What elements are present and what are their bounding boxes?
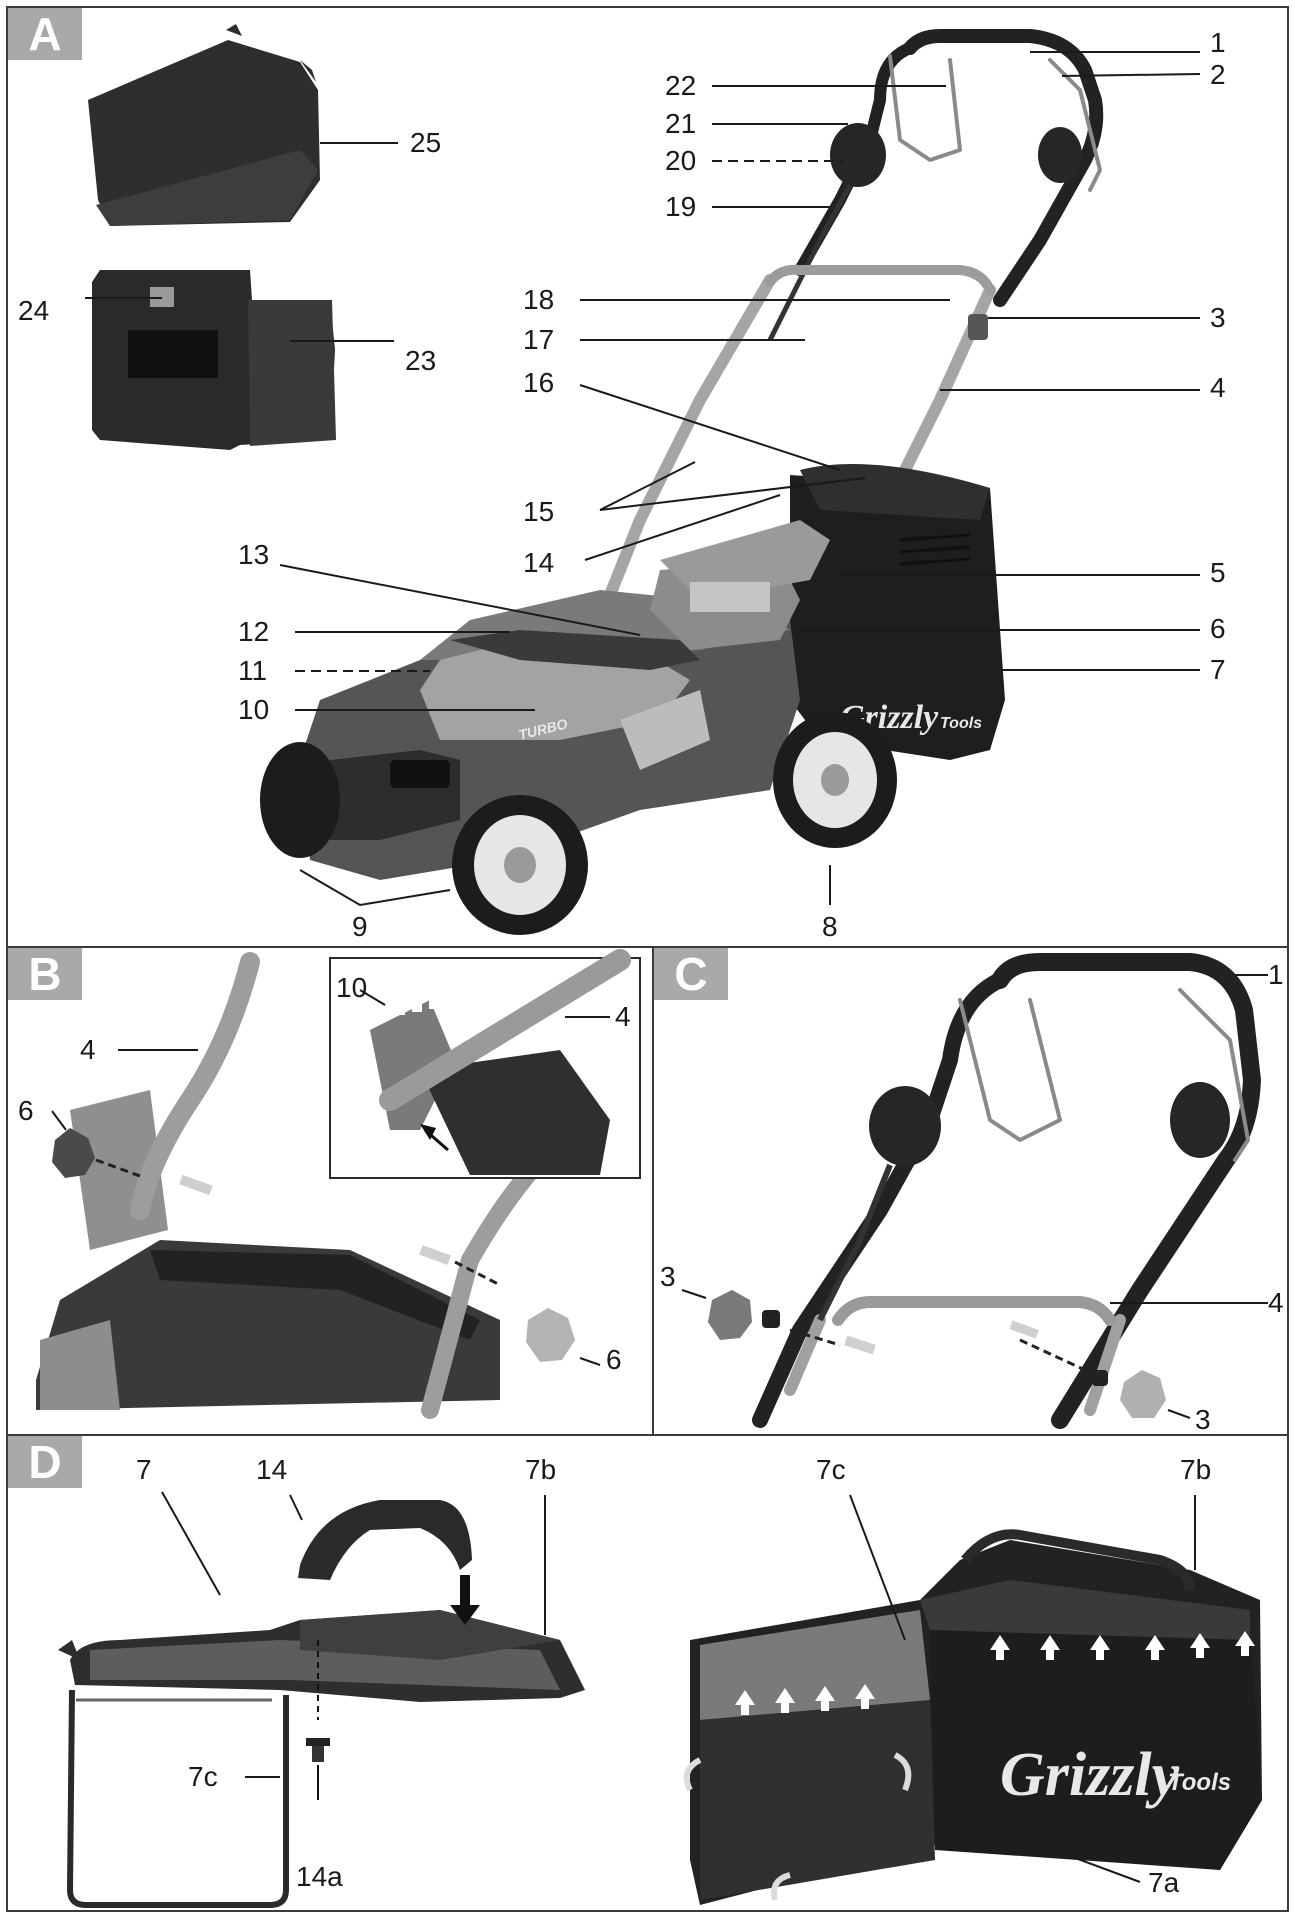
label-a-19: 19: [665, 191, 697, 222]
label-b-4: 4: [80, 1034, 96, 1065]
label-a-5: 5: [1210, 557, 1226, 588]
panel-c-switch-left: [869, 1086, 941, 1166]
panel-c-leader-lines: [681, 974, 1268, 1419]
panel-a-leader-lines: [85, 51, 1201, 907]
label-d-7c-right: 7c: [816, 1454, 846, 1485]
label-a-22: 22: [665, 70, 697, 101]
front-right-wheel: [452, 795, 588, 935]
front-left-wheel: [260, 742, 340, 858]
panel-c-switch-right: [1170, 1082, 1230, 1158]
label-a-9: 9: [352, 911, 368, 942]
panel-d-leader-lines: [161, 1491, 1196, 1883]
label-c-1: 1: [1268, 959, 1284, 990]
upper-handle: [794, 29, 1104, 307]
label-b-4-inset: 4: [615, 1001, 631, 1032]
label-a-2: 2: [1210, 59, 1226, 90]
label-a-18: 18: [523, 284, 555, 315]
star-knob-left: [52, 1128, 213, 1196]
grass-catcher-lid: [88, 24, 320, 226]
label-a-15: 15: [523, 496, 555, 527]
label-b-6-left: 6: [18, 1095, 34, 1126]
label-a-3: 3: [1210, 302, 1226, 333]
grass-bag-frame: [58, 1610, 585, 1908]
label-d-7b-right: 7b: [1180, 1454, 1212, 1485]
label-a-12: 12: [238, 616, 270, 647]
label-d-7c-left: 7c: [188, 1761, 218, 1792]
label-d-7b-left: 7b: [525, 1454, 557, 1485]
panel-c-knob-left: [708, 1290, 876, 1355]
bag-brand-suffix-d: Tools: [1168, 1769, 1231, 1796]
label-a-13: 13: [238, 539, 270, 570]
panel-c-badge: C: [654, 948, 728, 1000]
label-a-20: 20: [665, 145, 697, 176]
clip-arrows: [735, 1631, 1255, 1715]
label-d-7a: 7a: [1148, 1867, 1180, 1898]
bag-brand-suffix: Tools: [940, 715, 982, 732]
label-a-25: 25: [410, 127, 442, 158]
switch-box-right: [1038, 127, 1082, 183]
label-a-4: 4: [1210, 372, 1226, 403]
grass-bag-assembled: Grizzly Tools: [683, 1529, 1262, 1905]
label-a-24: 24: [18, 295, 50, 326]
label-d-14a: 14a: [296, 1861, 343, 1892]
panel-b-leader-lines: [51, 989, 610, 1366]
mower-deck: TURBO: [300, 520, 830, 880]
rear-right-wheel: [773, 712, 897, 848]
switch-box-left: [830, 123, 886, 187]
label-a-17: 17: [523, 324, 555, 355]
carry-handle: [298, 1500, 472, 1580]
bag-brand-name-d: Grizzly: [1000, 1741, 1180, 1809]
label-a-23: 23: [405, 345, 437, 376]
label-a-6: 6: [1210, 613, 1226, 644]
label-c-4: 4: [1268, 1287, 1284, 1318]
label-b-6-right: 6: [606, 1344, 622, 1375]
label-a-7: 7: [1210, 654, 1226, 685]
label-b-10-inset: 10: [336, 972, 368, 1003]
label-c-3-right: 3: [1195, 1404, 1211, 1435]
insert-arrow: [450, 1575, 480, 1625]
label-d-7: 7: [136, 1454, 152, 1485]
star-knob-right: [419, 1245, 575, 1362]
panel-d-frame: [6, 1434, 1289, 1912]
label-a-11: 11: [238, 655, 268, 686]
handle-knob: [968, 314, 988, 340]
grass-bag: Grizzly Tools: [790, 464, 1005, 760]
label-a-8: 8: [822, 911, 838, 942]
screw: [306, 1640, 330, 1800]
label-a-14: 14: [523, 547, 555, 578]
panel-a-badge: A: [8, 8, 82, 60]
label-d-14: 14: [256, 1454, 288, 1485]
panel-c-knob-right: [1009, 1320, 1166, 1418]
left-tube: [130, 952, 260, 1220]
fold-arrow-bottom: [771, 1872, 791, 1901]
label-a-16: 16: [523, 367, 555, 398]
panel-d-badge: D: [8, 1436, 82, 1488]
label-c-3-left: 3: [660, 1261, 676, 1292]
fold-arrow-right: [893, 1752, 912, 1792]
label-a-1: 1: [1210, 27, 1226, 58]
label-a-10: 10: [238, 694, 270, 725]
label-a-21: 21: [665, 108, 697, 139]
fold-arrow-left: [683, 1757, 702, 1792]
panel-b-badge: B: [8, 948, 82, 1000]
battery-pack: [92, 270, 336, 450]
